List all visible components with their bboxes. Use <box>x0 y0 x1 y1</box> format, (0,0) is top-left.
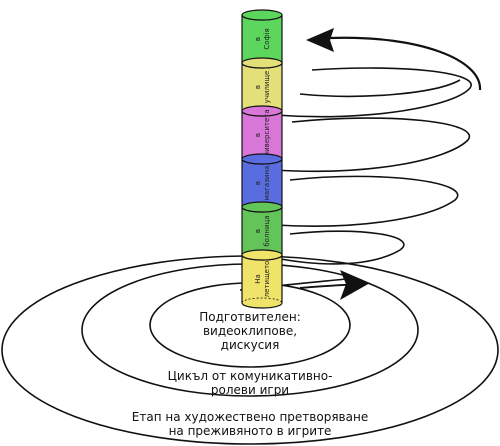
column-segment: Налетището <box>241 249 283 309</box>
cylinder-top <box>241 105 283 117</box>
cylinder-top <box>241 153 283 165</box>
cylinder-top <box>241 249 283 261</box>
column-segment-label: вмагазина <box>254 166 271 201</box>
column-segment-label: вучилище <box>254 71 271 104</box>
topic-column: вСофія вучилище вуниверситета вмагазина вбол… <box>241 9 283 309</box>
cylinder-top <box>241 201 283 213</box>
bottom-arrow-icon <box>340 270 370 300</box>
cylinder-body <box>241 254 283 309</box>
middle-ring-label: Цикъл от комуникативно- ролеви игри <box>167 369 333 397</box>
top-arrow-curve <box>329 36 482 91</box>
cylinder-hidden-edge <box>241 297 283 304</box>
column-segment: вболница <box>241 201 283 261</box>
cylinder-top <box>241 9 283 21</box>
outer-ring-label: Етап на художествено претворяване на пре… <box>131 410 369 438</box>
column-segment-label: вболница <box>254 215 271 246</box>
column-segment-label: вСофія <box>254 28 271 49</box>
column-segment-label: Налетището <box>254 261 271 298</box>
column-segment-label: вуниверситета <box>254 109 271 160</box>
column-segment: вСофія <box>241 9 283 69</box>
top-arrow-icon <box>306 28 334 52</box>
inner-ring-label: Подготвителен: видеоклипове, дискусия <box>199 310 301 352</box>
cylinder-top <box>241 57 283 69</box>
column-segment: вмагазина <box>241 153 283 213</box>
